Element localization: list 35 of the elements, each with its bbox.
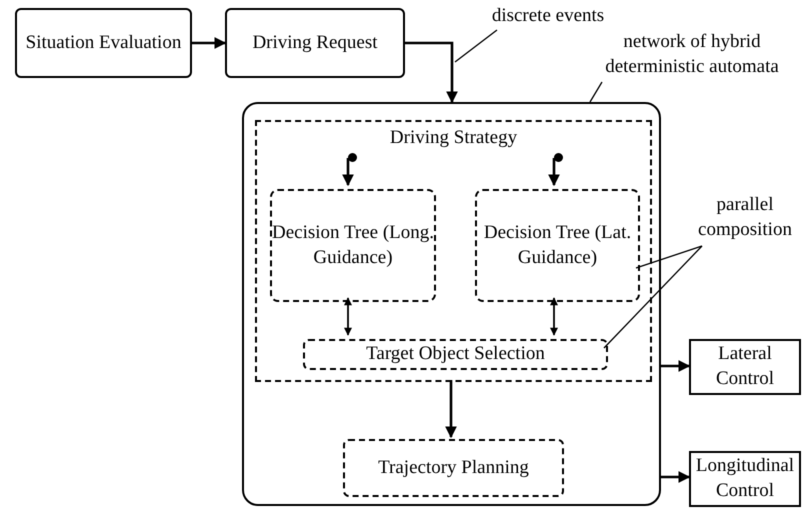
process-box <box>303 339 608 370</box>
node-label: Lateral Control <box>714 342 776 391</box>
arrow <box>342 158 354 186</box>
arrow <box>192 37 226 49</box>
arrow <box>661 471 690 483</box>
process-box <box>225 8 405 78</box>
double-arrow <box>344 297 352 336</box>
node-label: Decision Tree (Lat. Guidance) <box>482 220 632 270</box>
node-label: Driving Request <box>252 30 378 55</box>
process-box <box>15 8 192 78</box>
node-label: Longitudinal Control <box>694 454 796 503</box>
double-arrow <box>550 297 558 336</box>
node-label: Driving Strategy <box>390 126 518 150</box>
control-box <box>689 451 801 507</box>
arrow <box>405 42 458 104</box>
node-label: parallel composition <box>697 193 793 242</box>
decision-tree-box <box>270 189 436 302</box>
node-label: Decision Tree (Long. Guidance) <box>272 220 434 270</box>
node-label: Trajectory Planning <box>378 456 529 480</box>
control-box <box>689 339 801 395</box>
process-box <box>343 439 564 497</box>
decision-tree-box <box>475 189 640 302</box>
arrow <box>661 360 690 372</box>
arrow <box>548 158 560 186</box>
leader-line <box>636 245 702 269</box>
node-label: Target Object Selection <box>366 342 545 366</box>
leader-line <box>604 246 702 348</box>
leader-line <box>589 82 603 102</box>
leader-line <box>454 29 498 63</box>
automata-network-box <box>242 102 661 506</box>
strategy-box <box>255 120 652 382</box>
node-label: discrete events <box>492 4 604 28</box>
node-label: network of hybrid deterministic automata <box>604 30 780 79</box>
arrow <box>445 380 457 438</box>
node-label: Situation Evaluation <box>26 30 182 55</box>
